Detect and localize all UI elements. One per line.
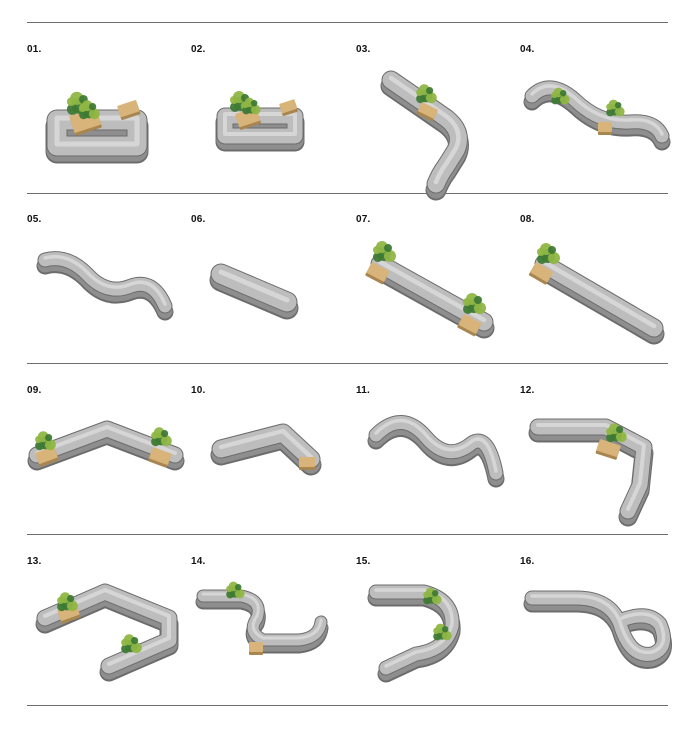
bench-illustration [528, 243, 665, 345]
planter-icon [299, 457, 315, 470]
planter-icon [148, 447, 172, 468]
configuration-number: 08. [520, 214, 535, 225]
configuration-item: 01. [27, 44, 187, 184]
bench-illustration [45, 91, 149, 164]
plant-icon [606, 423, 627, 443]
planter-icon [365, 262, 390, 285]
configuration-item: 03. [356, 44, 516, 201]
configuration-item: 12. [520, 385, 680, 527]
configuration-number: 05. [27, 214, 42, 225]
plant-icon [226, 581, 245, 599]
bench-module-icon [210, 423, 322, 476]
bench-illustration [528, 418, 654, 527]
bench-illustration [35, 583, 179, 682]
configuration-item: 05. [27, 214, 187, 354]
configuration-item: 14. [191, 556, 351, 696]
configuration-item: 13. [27, 556, 187, 696]
bench-module-icon [528, 418, 654, 527]
divider-row-2 [27, 363, 668, 364]
planter-icon [35, 446, 59, 467]
configuration-item: 09. [27, 385, 187, 525]
bench-illustration [36, 251, 174, 321]
planter-icon [595, 439, 621, 460]
configuration-number: 11. [356, 385, 370, 396]
plant-icon [537, 243, 560, 264]
configuration-number: 01. [27, 44, 42, 55]
plant-icon [373, 241, 396, 262]
divider-bottom [27, 705, 668, 706]
bench-module-icon [195, 589, 329, 654]
planter-icon [416, 102, 438, 122]
bench-module-icon [533, 254, 665, 345]
plant-icon [121, 634, 142, 654]
bench-module-icon [45, 109, 149, 164]
plant-icon [35, 431, 56, 451]
planter-icon [598, 122, 612, 135]
configuration-number: 16. [520, 556, 535, 567]
bench-illustration [365, 241, 495, 339]
configuration-item: 10. [191, 385, 351, 525]
plant-icon [423, 587, 442, 605]
bench-illustration [380, 70, 469, 201]
configuration-number: 12. [520, 385, 535, 396]
configuration-item: 02. [191, 44, 351, 184]
configuration-item: 06. [191, 214, 351, 354]
bench-module-icon [380, 70, 469, 201]
planter-icon [279, 99, 298, 117]
bench-illustration [523, 590, 673, 669]
plant-icon [606, 99, 625, 117]
configuration-item: 04. [520, 44, 680, 184]
bench-illustration [195, 581, 329, 655]
configuration-item: 16. [520, 556, 680, 696]
plant-icon [416, 84, 437, 104]
bench-illustration [27, 420, 185, 471]
bench-module-icon [35, 583, 179, 682]
divider-top [27, 22, 668, 23]
configuration-number: 04. [520, 44, 535, 55]
bench-module-icon [523, 590, 673, 669]
configuration-number: 13. [27, 556, 42, 567]
planter-icon [117, 100, 141, 121]
bench-module-icon [215, 107, 305, 152]
configuration-number: 14. [191, 556, 206, 567]
plant-icon [551, 87, 570, 105]
planter-icon [249, 642, 263, 655]
plant-icon [242, 97, 261, 115]
divider-row-1 [27, 193, 668, 194]
bench-module-icon [367, 415, 505, 488]
plant-icon [151, 427, 172, 447]
plant-icon [433, 623, 452, 641]
bench-illustration [367, 584, 461, 683]
bench-illustration [215, 91, 305, 152]
plant-icon [463, 293, 486, 314]
configuration-number: 06. [191, 214, 206, 225]
configuration-item: 15. [356, 556, 516, 696]
configuration-number: 10. [191, 385, 206, 396]
configuration-number: 07. [356, 214, 371, 225]
configuration-number: 09. [27, 385, 42, 396]
configuration-item: 07. [356, 214, 516, 354]
configuration-number: 15. [356, 556, 371, 567]
planter-icon [528, 262, 553, 285]
bench-module-icon [36, 251, 174, 321]
bench-illustration [210, 423, 322, 476]
configuration-number: 02. [191, 44, 206, 55]
configuration-item: 08. [520, 214, 680, 354]
bench-illustration [523, 80, 671, 151]
plant-icon [57, 592, 78, 612]
planter-icon [457, 314, 482, 337]
bench-illustration [209, 263, 299, 320]
configuration-number: 03. [356, 44, 371, 55]
plant-icon [79, 100, 100, 120]
divider-row-3 [27, 534, 668, 535]
bench-illustration [367, 415, 505, 488]
bench-module-icon [209, 263, 299, 320]
configuration-item: 11. [356, 385, 516, 525]
